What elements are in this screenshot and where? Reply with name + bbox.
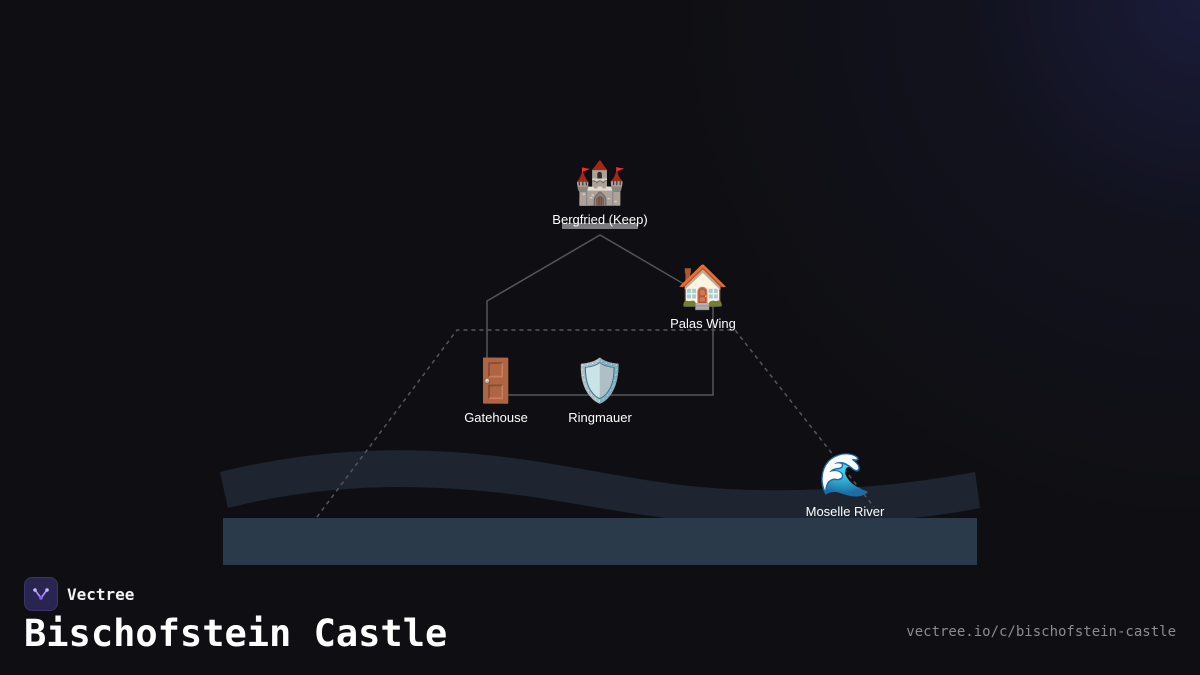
shield-icon: 🛡️ [573,356,627,405]
node-gate[interactable]: 🚪 Gatehouse [464,356,528,425]
page-url[interactable]: vectree.io/c/bischofstein-castle [906,624,1176,640]
node-palas[interactable]: 🏠 Palas Wing [670,262,736,331]
brand[interactable]: Vectree [24,577,134,611]
foundation-band [223,518,977,565]
node-label: Gatehouse [464,410,528,425]
node-river[interactable]: 🌊 Moselle River [806,450,885,519]
node-label: Ringmauer [568,410,632,425]
wave-icon: 🌊 [818,450,872,499]
node-label: Bergfried (Keep) [552,212,648,227]
river-ribbon [220,450,980,525]
vectree-logo-icon [24,577,58,611]
node-ring[interactable]: 🛡️ Ringmauer [568,356,632,425]
node-label: Palas Wing [670,316,736,331]
page-title: Bischofstein Castle [24,612,448,655]
dashed-outer-outline [316,329,875,518]
brand-name: Vectree [67,584,135,604]
castle-icon: 🏰 [573,158,627,207]
node-keep[interactable]: 🏰 Bergfried (Keep) [552,158,647,227]
house-icon: 🏠 [676,262,730,311]
node-label: Moselle River [805,504,885,519]
connector-keep-palas [486,234,714,396]
keep-highlight [562,223,638,229]
door-icon: 🚪 [469,356,523,405]
